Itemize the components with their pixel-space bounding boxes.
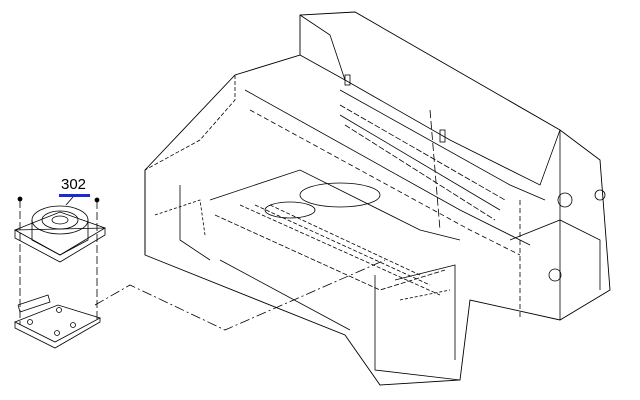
part-callout-underline <box>59 194 90 197</box>
part-callout-302[interactable]: 302 <box>61 176 87 193</box>
fan-bracket <box>14 294 102 349</box>
printer-frame <box>144 11 611 386</box>
leader-line <box>94 259 386 331</box>
fan-assembly <box>14 196 106 325</box>
